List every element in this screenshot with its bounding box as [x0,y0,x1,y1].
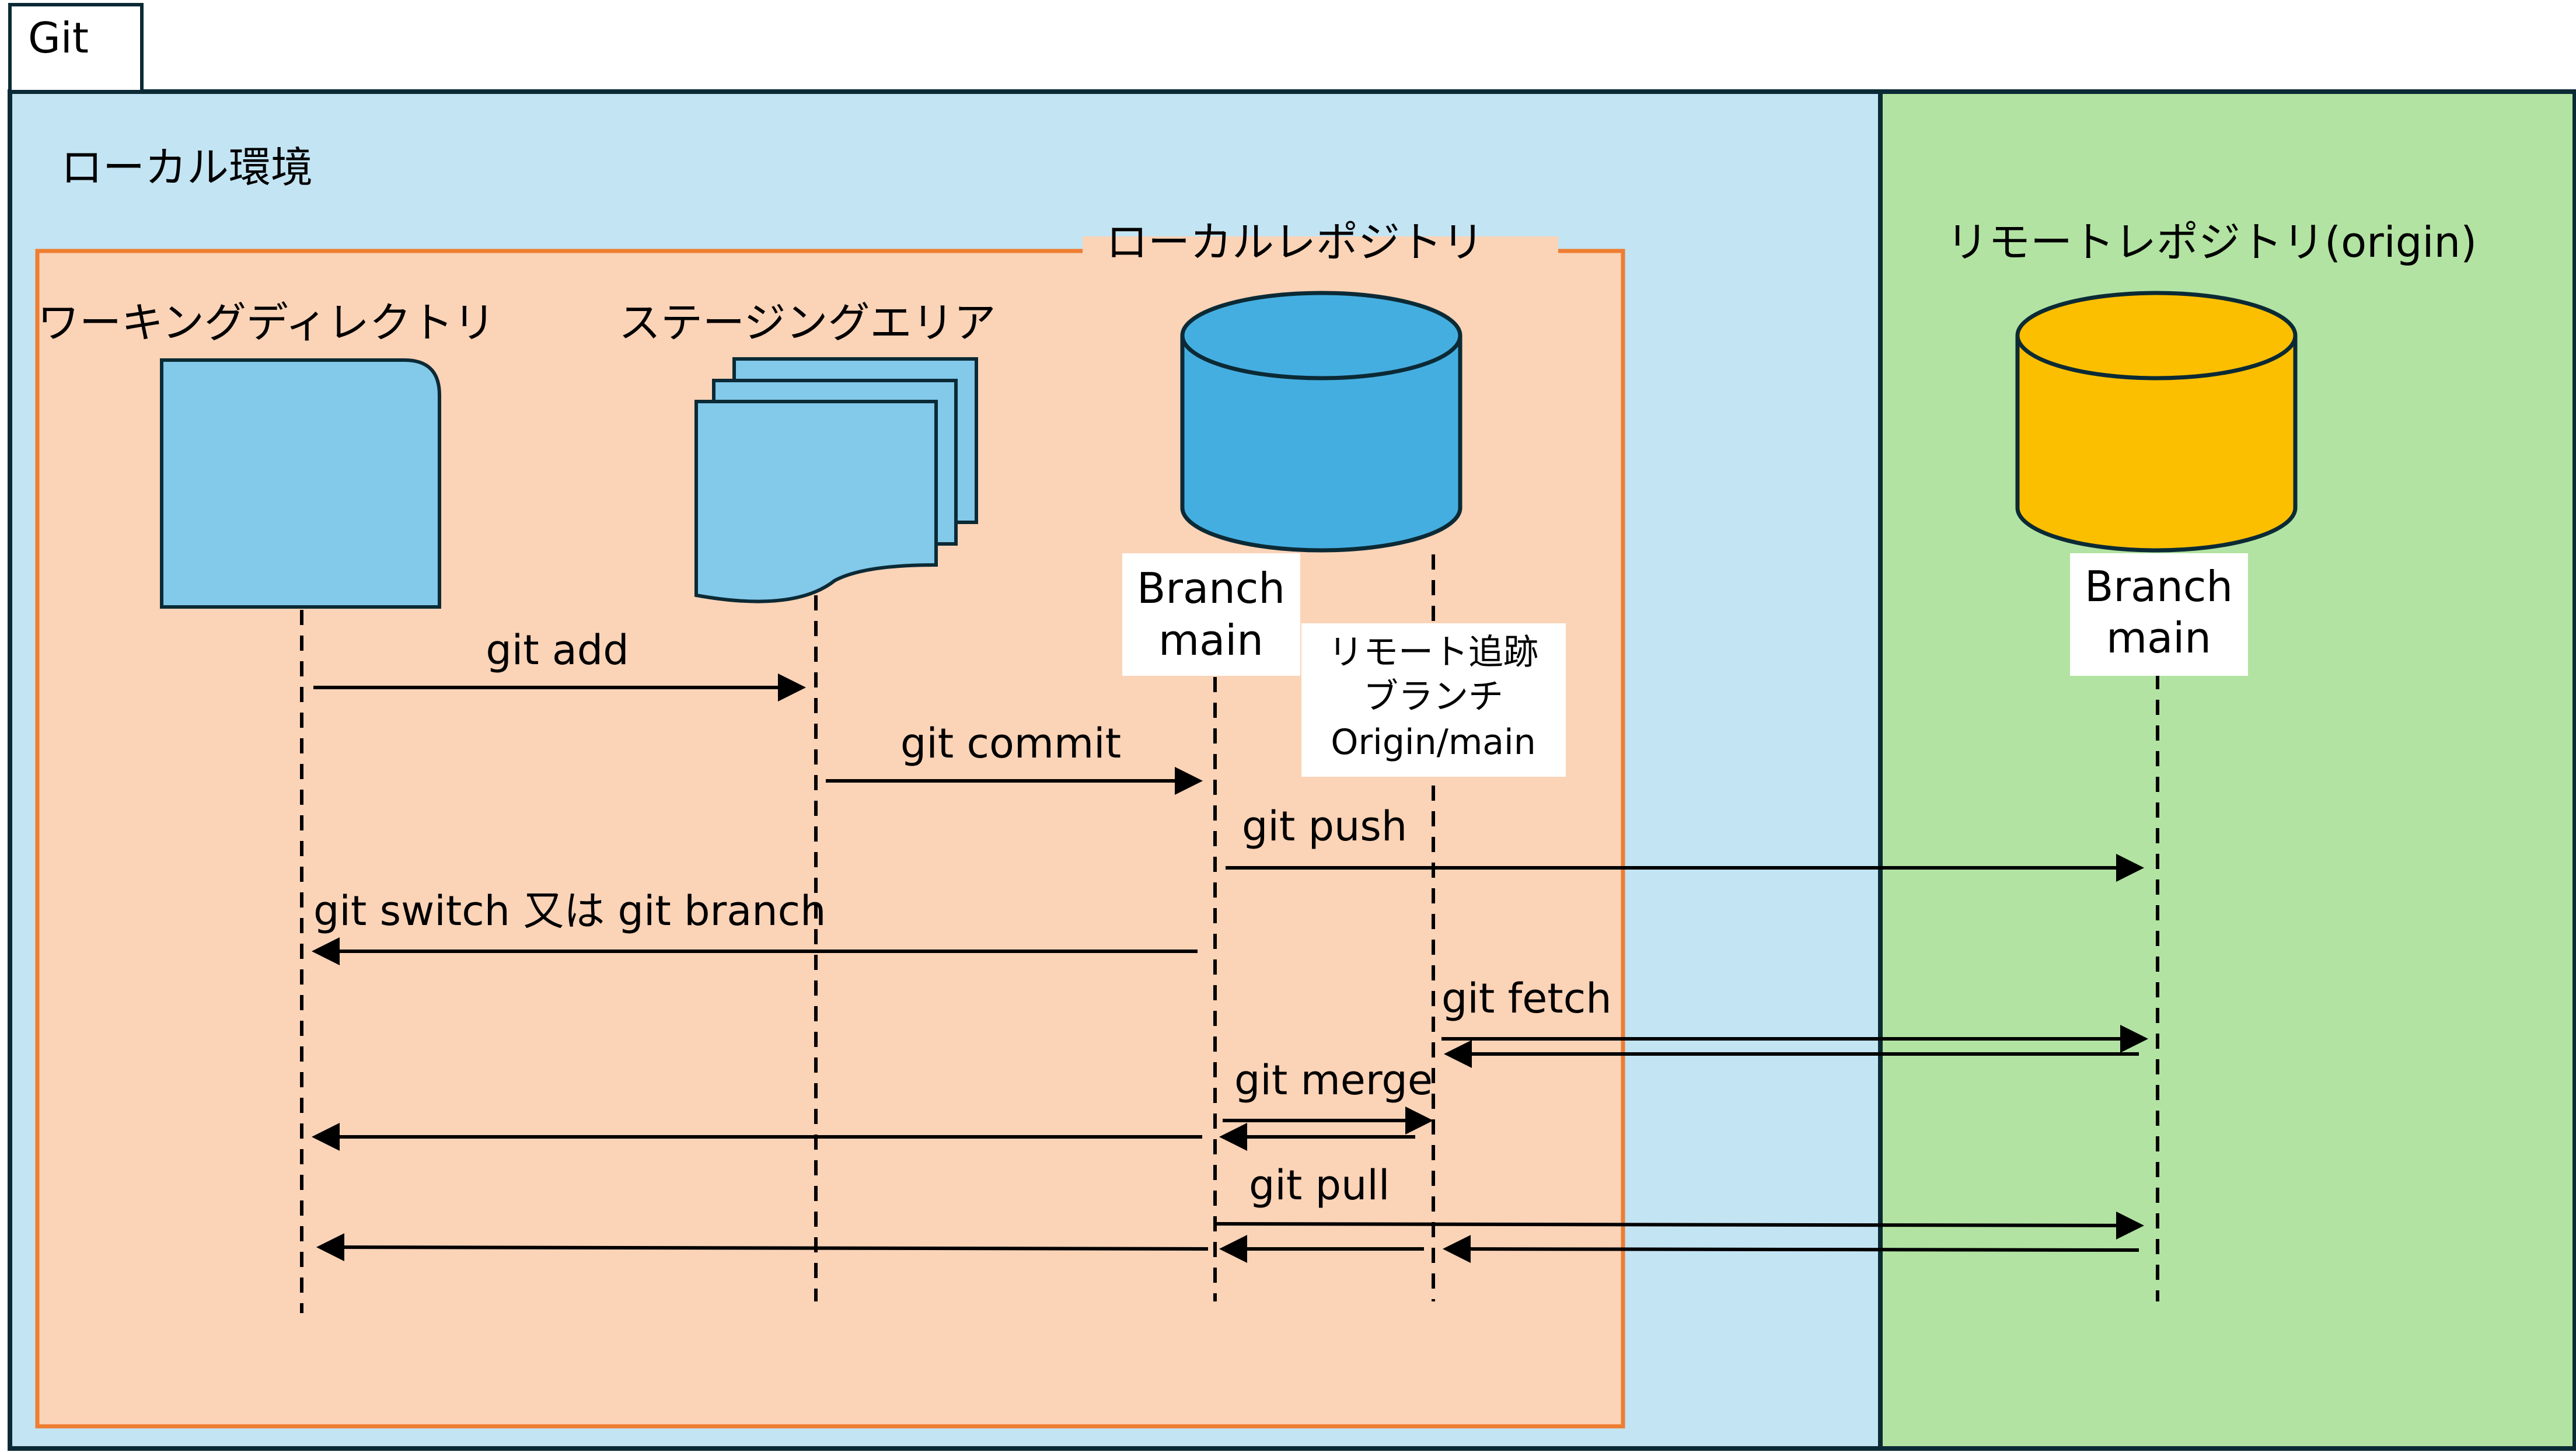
multi-document-icon [694,357,978,603]
staging-area-label: ステージングエリア [619,298,996,347]
tracking-branch-label-line2: ブランチ [1363,676,1503,717]
remote-branch-label-line1: Branch [2085,562,2233,611]
remote-environment-region [1880,92,2575,1448]
git-tab-label: Git [28,13,89,62]
local-branch-label-line1: Branch [1137,564,1285,613]
git-pull-label: git pull [1249,1161,1390,1209]
tracking-branch-label-box [1301,623,1566,777]
git-switch-label: git switch 又は git branch [313,887,826,935]
remote-branch-label-box [2070,553,2248,676]
local-repository-title: ローカルレポジトリ [1106,218,1484,267]
working-directory-label: ワーキングディレクトリ [37,298,495,347]
git-fetch-label: git fetch [1441,975,1612,1022]
remote-repository-title: リモートレポジトリ(origin) [1946,218,2477,267]
tracking-branch-label-line3: Origin/main [1331,722,1535,763]
local-environment-title: ローカル環境 [61,143,313,192]
git-add-label: git add [486,626,629,674]
git-push-label: git push [1242,802,1407,850]
local-repository-title-gap [1083,236,1558,271]
local-branch-label-box [1122,553,1300,676]
local-branch-label-line2: main [1158,616,1263,665]
git-tab [8,3,144,93]
git-commit-label: git commit [900,720,1121,767]
git-pull-arrow-out [1214,1211,2144,1240]
git-pull-arrow-to-working [316,1233,1209,1262]
git-merge-label: git merge [1234,1056,1433,1104]
git-pull-arrow-in-remote [1443,1235,2139,1263]
remote-branch-label-line2: main [2106,613,2211,662]
database-icon [1180,291,1462,553]
document-icon [160,358,441,609]
tracking-branch-label-line1: リモート追跡 [1328,632,1538,673]
remote-database-icon [2015,291,2298,553]
git-frame-border [8,89,2576,1451]
